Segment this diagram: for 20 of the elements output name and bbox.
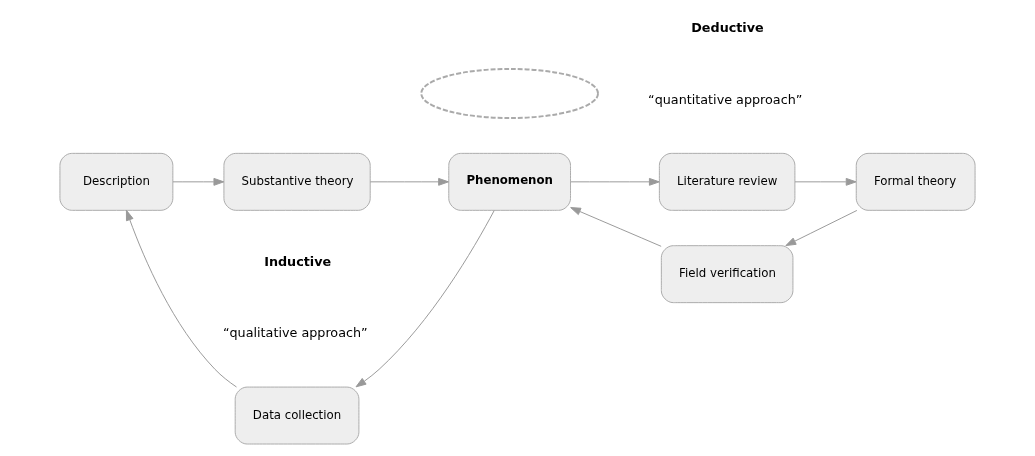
label: Deductive — [691, 20, 764, 36]
node-box: Field verification — [660, 245, 794, 304]
arrow — [785, 209, 858, 247]
arrow — [172, 177, 225, 186]
node-box: Description — [59, 152, 174, 211]
arrow — [355, 210, 495, 388]
label: Inductive — [264, 253, 332, 269]
node-box: Data collection — [234, 386, 360, 445]
arrow — [125, 209, 237, 388]
node-box: Formal theory — [855, 152, 976, 211]
label: “quantitative approach” — [648, 91, 803, 107]
arrow — [570, 177, 660, 186]
node-box: Phenomenon — [448, 152, 571, 211]
node-box: Substantive theory — [223, 152, 371, 211]
node-box: Literature review — [658, 152, 796, 211]
arrow — [794, 177, 857, 186]
node-ellipse — [420, 67, 599, 119]
arrow — [369, 177, 449, 186]
label: “qualitative approach” — [222, 325, 368, 341]
arrow — [570, 207, 662, 247]
